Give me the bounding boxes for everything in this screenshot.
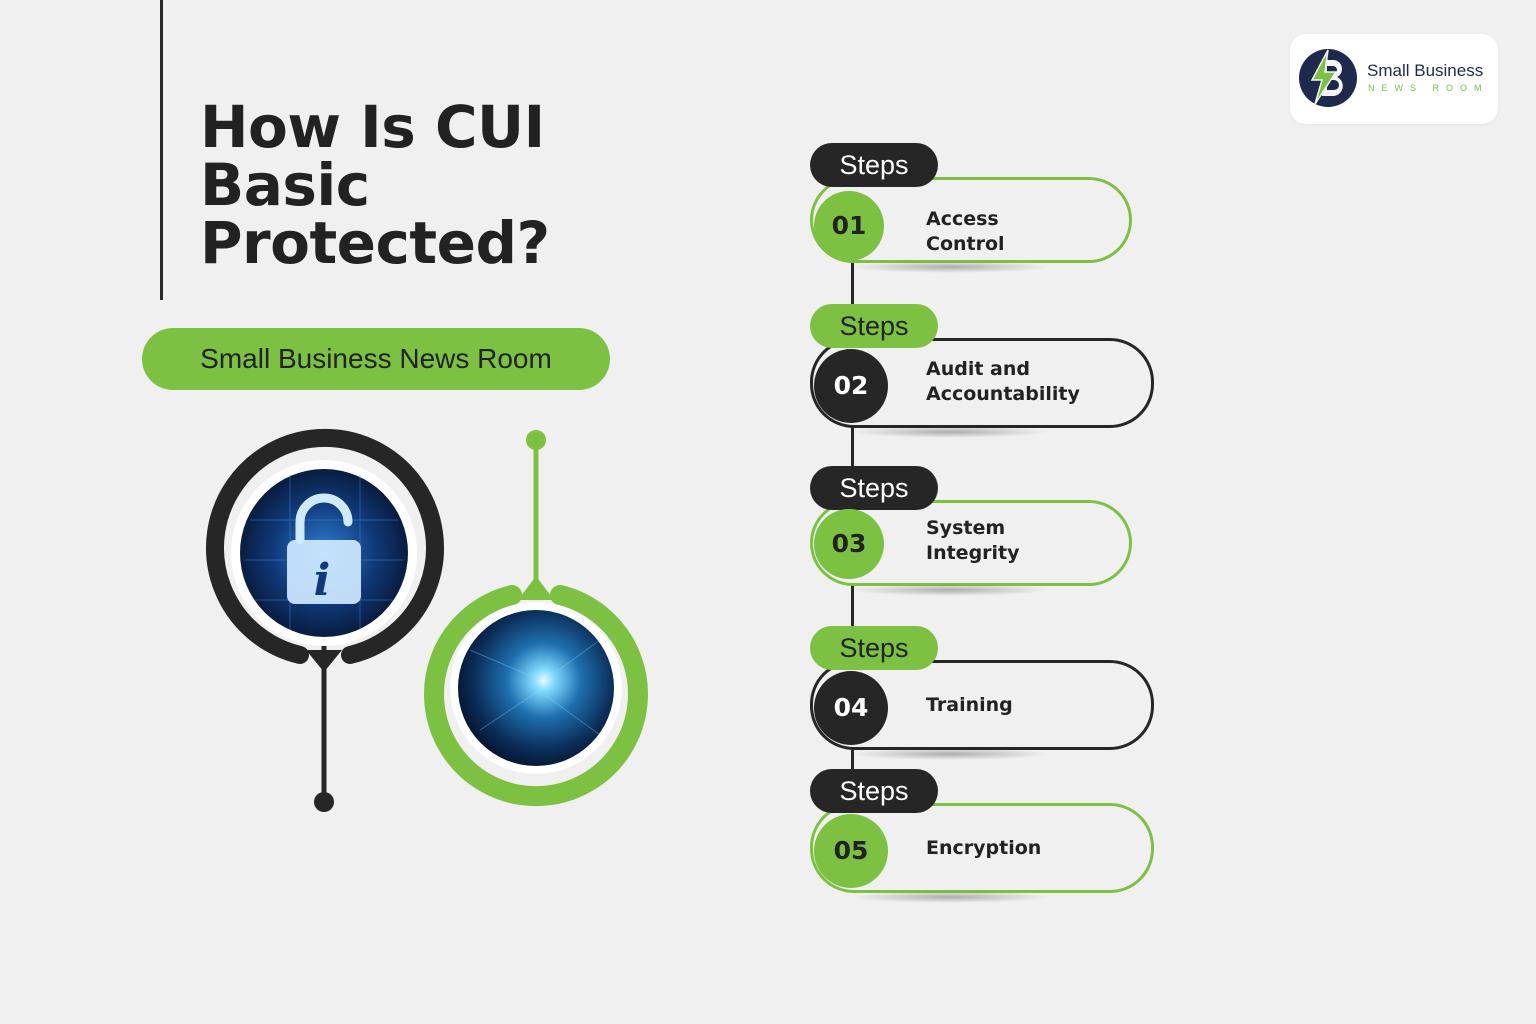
step-shadow [850,426,1050,438]
tunnel-pin [424,430,648,807]
logo-tagline: NEWS ROOM [1368,83,1489,93]
logo-card: Small Business NEWS ROOM [1290,34,1498,124]
steps-tab: Steps [810,626,938,670]
page-title: How Is CUI Basic Protected? [200,98,550,272]
title-line-1: How Is CUI [200,93,545,161]
steps-tab: Steps [810,466,938,510]
step-number: 01 [814,191,884,261]
step-label-line: System [926,517,1006,539]
step-label: Encryption [926,837,1042,859]
brand-pill: Small Business News Room [142,328,610,390]
step-number: 05 [814,814,888,888]
steps-tab: Steps [810,143,938,187]
header-vertical-line [160,0,163,300]
step-label-line: Audit and [926,358,1030,380]
step-shadow [850,891,1050,903]
title-line-2: Basic [200,151,370,219]
lightning-b-logo-icon [1299,49,1357,107]
step-label: Audit and Accountability [926,357,1080,407]
steps-tab: Steps [810,769,938,813]
title-line-3: Protected? [200,209,550,277]
step-number: 03 [814,509,884,579]
step-label-line: Integrity [926,542,1020,564]
step-shadow [850,584,1050,596]
step-label: Training [926,694,1013,716]
step-shadow [850,261,1050,273]
step-label-line: Accountability [926,383,1080,405]
step-label: System Integrity [926,516,1020,566]
padlock-pin: i [206,428,444,812]
svg-text:i: i [314,555,331,606]
step-number: 04 [814,671,888,745]
step-shadow [850,748,1050,760]
step-label: Access Control [926,208,1005,255]
steps-tab: Steps [810,304,938,348]
logo-name: Small Business [1367,61,1484,80]
step-number: 02 [814,349,888,423]
